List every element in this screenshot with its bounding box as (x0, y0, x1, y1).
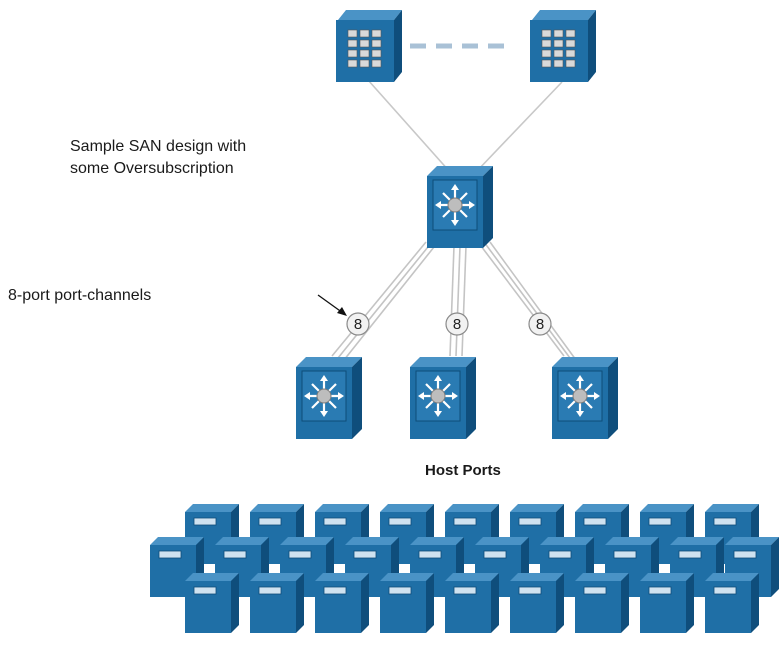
edge-switch-1 (294, 355, 364, 441)
host-server (509, 572, 565, 634)
host-server (704, 572, 760, 634)
caption-line-2: some Oversubscription (70, 160, 234, 177)
edge-switch-2 (408, 355, 478, 441)
storage-array-left (335, 9, 403, 83)
port-channel-badge-label: 8 (453, 316, 461, 333)
port-channel-links (331, 241, 577, 361)
host-server-farm (149, 503, 780, 634)
port-channel-badge-label: 8 (354, 316, 362, 333)
host-ports-label: Host Ports (425, 462, 501, 479)
caption-line-1: Sample SAN design with (70, 138, 247, 155)
host-server (639, 572, 695, 634)
diagram-caption: Sample SAN design with some Oversubscrip… (70, 136, 330, 180)
host-server (444, 572, 500, 634)
host-server (249, 572, 305, 634)
storage-links (367, 79, 563, 173)
port-channel-badge-1: 8 (346, 312, 370, 336)
host-server (379, 572, 435, 634)
port-channel-badge-label: 8 (536, 316, 544, 333)
port-channel-label: 8-port port-channels (8, 287, 152, 304)
pointer-arrow (317, 294, 347, 316)
storage-array-right (529, 9, 597, 83)
edge-switch-3 (550, 355, 620, 441)
host-server (574, 572, 630, 634)
port-channel-badge-3: 8 (528, 312, 552, 336)
host-server (184, 572, 240, 634)
host-server (314, 572, 370, 634)
port-channel-badge-2: 8 (445, 312, 469, 336)
core-switch (425, 164, 495, 250)
